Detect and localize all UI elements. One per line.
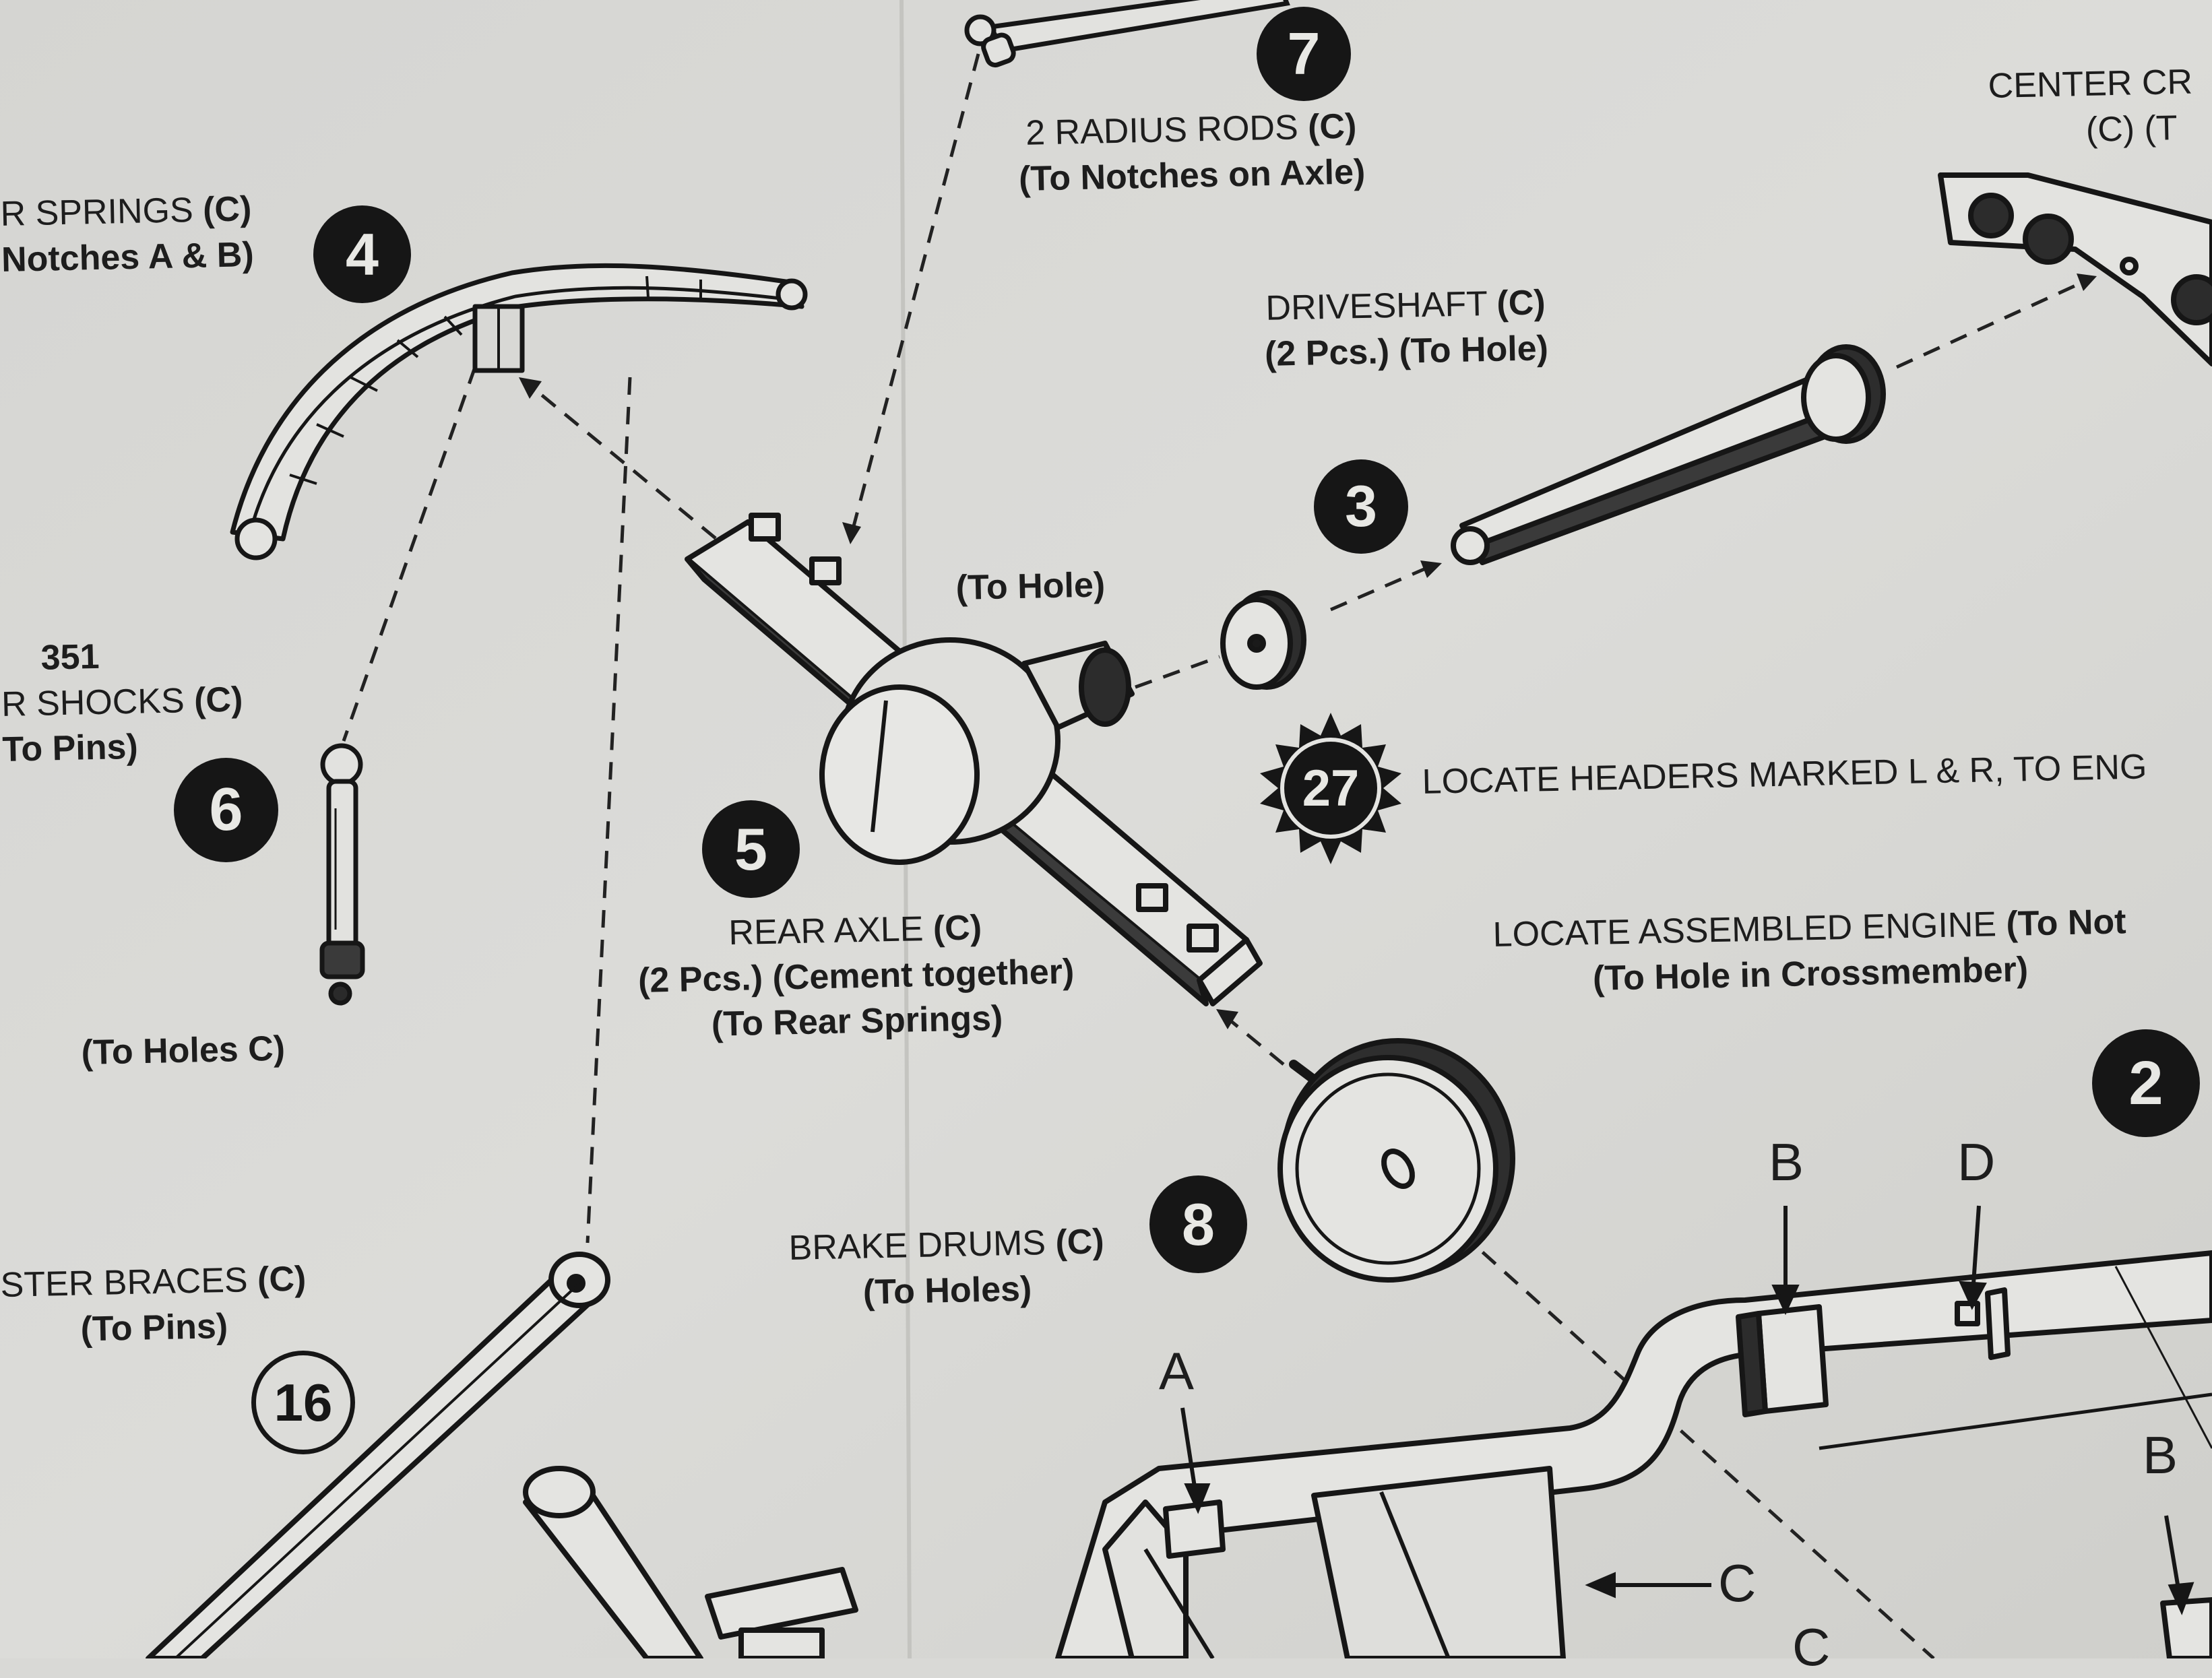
point-letter-b-right: B [2143, 1425, 2178, 1485]
assembly-dashed-lines [342, 53, 2090, 1658]
driveshaft-bushing-part [1220, 590, 1306, 690]
locate-engine-note: LOCATE ASSEMBLED ENGINE (To Not (To Hole… [1492, 902, 2127, 998]
strut-braces-label: STER BRACES (C) (To Pins) [0, 1259, 307, 1349]
radius-rods-label: 2 RADIUS RODS (C) (To Notches on Axle) [1018, 106, 1366, 199]
step-7-badge: 7 [1257, 7, 1351, 101]
brake-drum-part [1277, 1038, 1515, 1283]
rear-axle-label: REAR AXLE (C) (2 Pcs.) (Cement together)… [637, 908, 1075, 1044]
assembly-arrowheads [519, 273, 2097, 1225]
driveshaft-part [1451, 344, 1886, 565]
chassis-frame-part [1055, 1250, 2212, 1658]
center-crossmember-label: CENTER CR (C) (T [1988, 62, 2193, 150]
to-holes-c-label: (To Holes C) [81, 1029, 286, 1072]
rear-shocks-label: 351 R SHOCKS (C) To Pins) [1, 637, 243, 770]
center-crossmember-part [1938, 172, 2212, 366]
rear-axle-part [685, 513, 1263, 1006]
step-16-badge: 16 [251, 1351, 355, 1454]
pin-tube-part [523, 1466, 858, 1658]
to-hole-label: (To Hole) [955, 565, 1106, 608]
point-letter-a: A [1159, 1341, 1195, 1400]
step-6-badge: 6 [174, 758, 278, 862]
point-letter-c: C [1718, 1553, 1757, 1613]
step-5-badge: 5 [702, 800, 800, 898]
step-27-starburst [1260, 713, 1401, 864]
letter-pointer-arrows [1180, 1205, 2194, 1615]
strut-brace-part [146, 1252, 610, 1658]
step-4-badge: 4 [313, 205, 411, 303]
rear-springs-label: R SPRINGS (C) Notches A & B) [0, 189, 255, 280]
point-letter-c-lower: C [1792, 1617, 1831, 1677]
step-3-badge: 3 [1314, 459, 1408, 554]
point-letter-b: B [1769, 1132, 1804, 1192]
driveshaft-label: DRIVESHAFT (C) (2 Pcs.) (To Hole) [1264, 283, 1549, 374]
rear-spring-part [230, 263, 808, 560]
step-27-number: 27 [1302, 759, 1360, 817]
step-8-badge: 8 [1149, 1175, 1247, 1273]
radius-rod-part [964, 0, 1290, 68]
brake-drums-label: BRAKE DRUMS (C) (To Holes) [788, 1222, 1105, 1312]
step-2-badge: 2 [2092, 1029, 2200, 1137]
shock-absorber-part [319, 743, 365, 1006]
point-letter-d: D [1957, 1132, 1996, 1192]
